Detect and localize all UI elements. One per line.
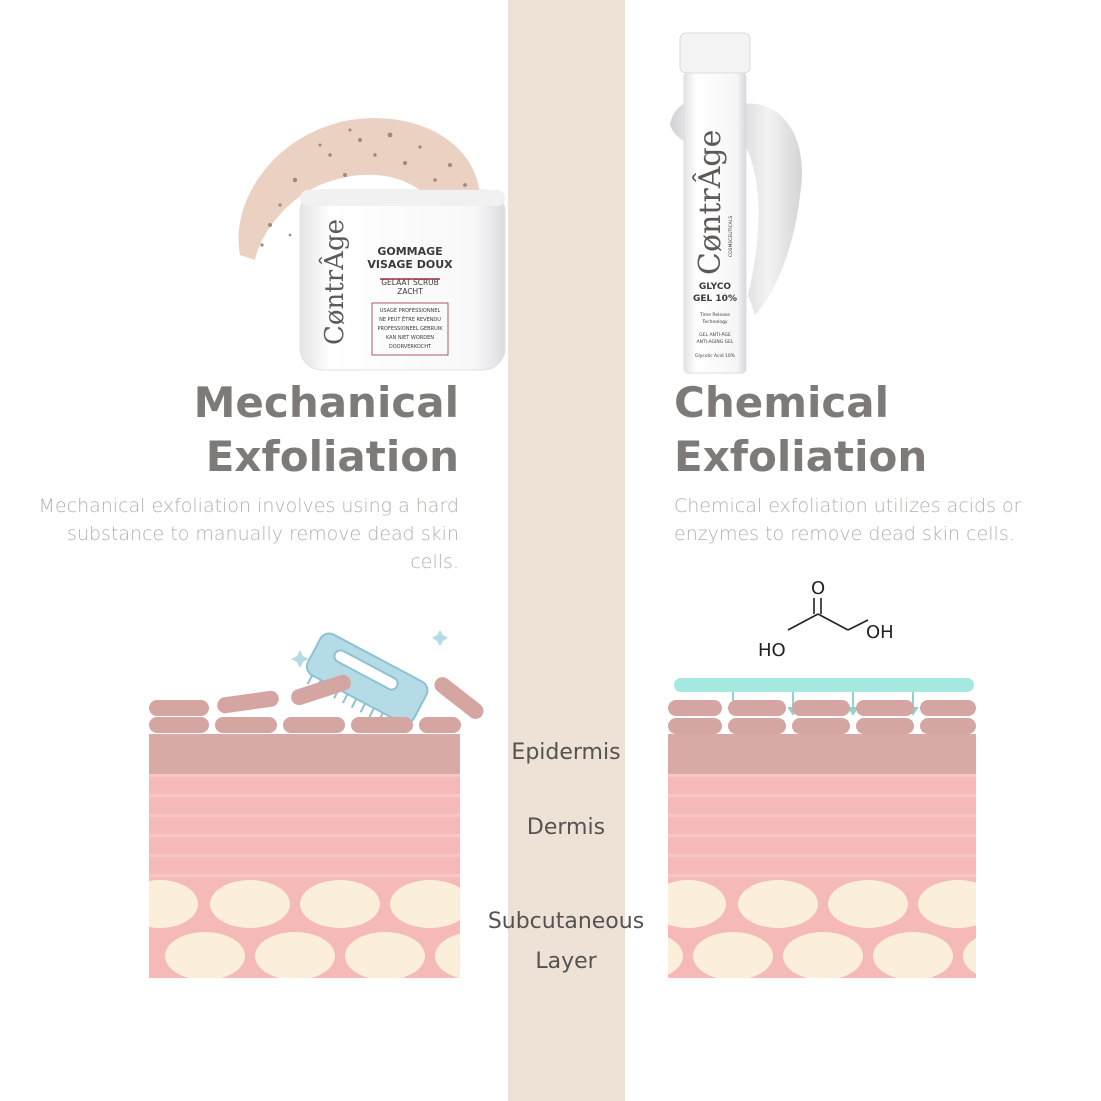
- jar-sub-line1: GELAAT SCRUB: [381, 278, 439, 287]
- label-subcutaneous: Subcutaneous Layer: [466, 902, 666, 982]
- tube-name-line1: GLYCO: [699, 282, 732, 292]
- tube-brand: CøntrÂge: [692, 130, 728, 275]
- epidermis-layer: [668, 734, 976, 774]
- tube-sub-line2: ANTI-AGING GEL: [697, 339, 734, 345]
- tube-tech-line2: Technology: [701, 319, 728, 325]
- scrub-jar-product: CøntrÂge GOMMAGE VISAGE DOUX GELAAT SCRU…: [238, 118, 506, 371]
- chemical-heading: Chemical Exfoliation: [674, 376, 927, 484]
- chemical-heading-line1: Chemical: [674, 378, 890, 427]
- epidermis-layer: [149, 734, 460, 774]
- gel-tube-product: CøntrÂge COSMECEUTICALS GLYCO GEL 10% Ti…: [670, 32, 802, 374]
- label-dermis: Dermis: [526, 815, 606, 840]
- glycolic-acid-molecule: [787, 598, 869, 631]
- dermis-layer: [668, 774, 976, 878]
- acid-film: [674, 678, 974, 692]
- jar-sub-line2: ZACHT: [397, 287, 423, 296]
- mechanical-description: Mechanical exfoliation involves using a …: [38, 495, 459, 573]
- scrub-swatch: [238, 118, 480, 260]
- jar-notice-line4: KAN NIET WORDEN: [386, 335, 434, 341]
- tube-sub-line1: GEL ANTI-ÂGE: [699, 331, 731, 338]
- tube-tagline: COSMECEUTICALS: [728, 216, 734, 257]
- surface-skin-cells: [668, 700, 976, 734]
- jar-name-line2: VISAGE DOUX: [367, 258, 453, 271]
- jar-name-line1: GOMMAGE: [377, 245, 442, 258]
- label-subcutaneous-line2: Layer: [535, 949, 597, 974]
- chemical-skin-diagram: HO O OH: [668, 578, 976, 978]
- jar-notice-line3: PROFESSIONEEL GEBRUIK: [377, 326, 443, 332]
- sparkle-icons: [291, 630, 448, 712]
- jar-brand: CøntrÂge: [318, 219, 350, 345]
- label-subcutaneous-line1: Subcutaneous: [487, 909, 645, 934]
- fat-cells: [149, 880, 460, 978]
- molecule-right-group: OH: [866, 622, 894, 643]
- tube-name-line2: GEL 10%: [693, 294, 737, 304]
- mechanical-heading-line1: Mechanical: [193, 378, 459, 427]
- chemical-heading-line2: Exfoliation: [674, 432, 928, 481]
- flaking-skin-cells: [149, 674, 484, 733]
- molecule-left-group: HO: [758, 640, 786, 661]
- center-divider-stripe: [508, 0, 625, 1101]
- mechanical-skin-diagram: [149, 630, 484, 978]
- tube-acid: Glycolic Acid 10%: [695, 353, 736, 359]
- mechanical-heading-line2: Exfoliation: [205, 432, 459, 481]
- jar-notice-line1: USAGE PROFESSIONNEL: [380, 308, 441, 314]
- jar-notice-line2: NE PEUT ÊTRE REVENDU: [379, 315, 441, 323]
- tube-tech-line1: Time Release: [699, 312, 730, 318]
- jar-notice-line5: DOORVERKOCHT: [389, 344, 432, 350]
- chemical-description: Chemical exfoliation utilizes acids or e…: [674, 495, 1022, 545]
- mechanical-heading: Mechanical Exfoliation: [194, 376, 459, 484]
- label-epidermis: Epidermis: [511, 740, 621, 765]
- fat-cells: [668, 880, 976, 978]
- dermis-layer: [149, 774, 460, 878]
- molecule-top-atom: O: [811, 578, 825, 599]
